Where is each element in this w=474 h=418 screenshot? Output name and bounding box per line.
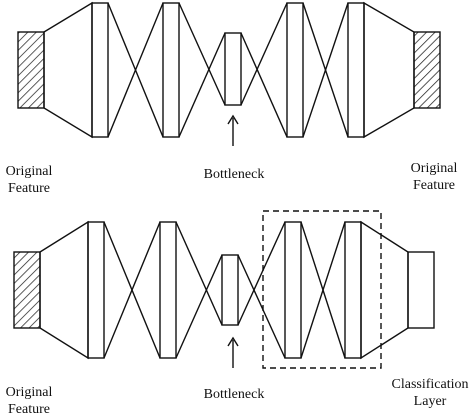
top-output-feature-block	[413, 31, 441, 109]
bottom-output-funnel	[360, 220, 409, 360]
classification-layer-label: Classification Layer	[386, 376, 474, 410]
top-encoder-layer-2	[162, 2, 180, 138]
bottom-input-feature-block	[13, 251, 41, 329]
top-bottleneck-layer	[224, 32, 242, 106]
top-left-original-feature-label: Original Feature	[0, 163, 58, 197]
bottom-network	[13, 210, 435, 369]
label-line: Feature	[413, 178, 455, 193]
bottom-left-original-feature-label: Original Feature	[0, 384, 58, 418]
top-input-funnel	[43, 1, 93, 139]
classification-dashed-box	[262, 210, 382, 369]
bottom-classification-block	[407, 251, 435, 329]
top-right-original-feature-label: Original Feature	[404, 160, 464, 194]
label-line: Original	[5, 164, 53, 179]
top-bottleneck-arrow	[227, 114, 239, 146]
top-output-funnel	[363, 1, 415, 139]
bottom-encoder-layer-1	[87, 221, 105, 359]
top-decoder-layer-2	[347, 2, 365, 138]
top-bottleneck-label: Bottleneck	[203, 167, 265, 182]
top-connections	[107, 2, 349, 138]
bottom-input-funnel	[39, 220, 89, 360]
label-line: Classification	[391, 377, 469, 392]
top-input-feature-block	[17, 31, 45, 109]
label-line: Original	[410, 161, 458, 176]
label-line: Original	[5, 385, 53, 400]
bottom-classifier-layer-1	[284, 221, 302, 359]
label-line: Feature	[8, 402, 50, 417]
bottom-bottleneck-layer	[221, 254, 239, 326]
label-line: Feature	[8, 181, 50, 196]
top-network	[17, 1, 441, 146]
bottom-connections	[103, 221, 346, 359]
top-encoder-layer-1	[91, 2, 109, 138]
bottom-bottleneck-arrow	[227, 336, 239, 368]
bottom-bottleneck-label: Bottleneck	[203, 387, 265, 402]
label-line: Layer	[413, 394, 447, 409]
bottom-encoder-layer-2	[159, 221, 177, 359]
bottom-classifier-layer-2	[344, 221, 362, 359]
top-decoder-layer-1	[286, 2, 304, 138]
